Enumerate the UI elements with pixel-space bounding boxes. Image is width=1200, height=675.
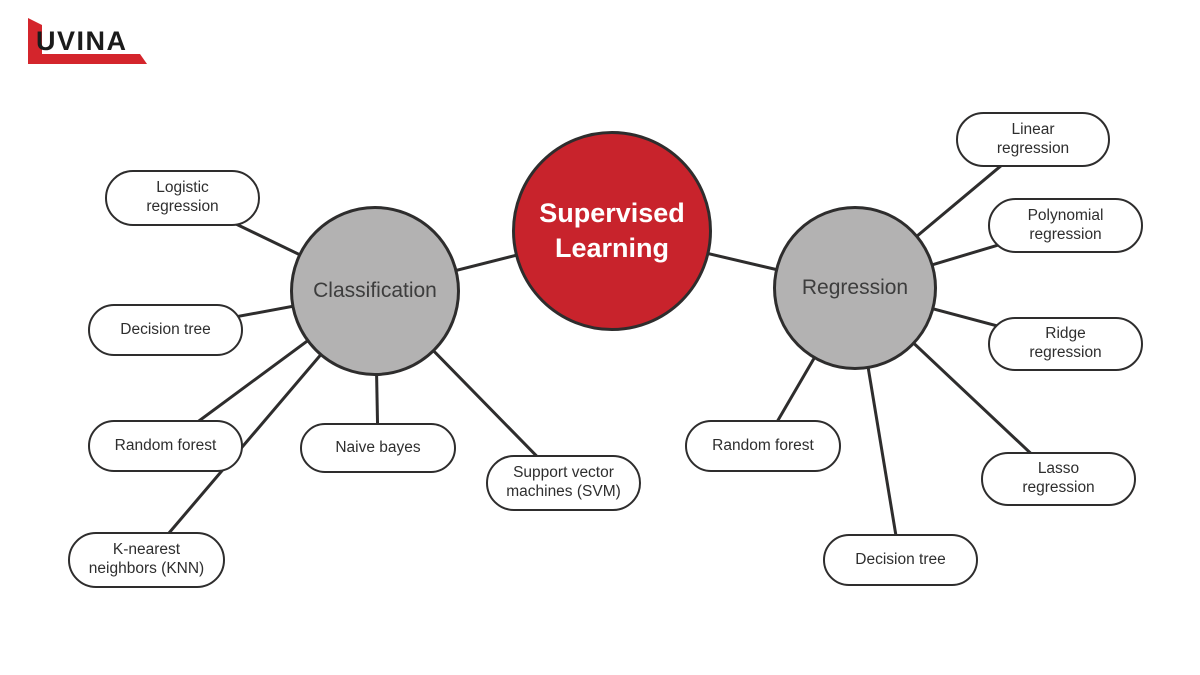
branch-node-label: Classification (313, 278, 437, 302)
logo-text: UVINA (36, 26, 128, 56)
leaf-node-polynomial-regression: Polynomial regression (988, 198, 1143, 253)
leaf-node-random-forest-classification: Random forest (88, 420, 243, 472)
leaf-node-ridge-regression: Ridge regression (988, 317, 1143, 371)
leaf-node-support-vector-machines: Support vector machines (SVM) (486, 455, 641, 511)
leaf-node-linear-regression: Linear regression (956, 112, 1110, 167)
leaf-node-logistic-regression: Logistic regression (105, 170, 260, 226)
leaf-node-naive-bayes: Naive bayes (300, 423, 456, 473)
luvina-logo: UVINA (14, 10, 164, 72)
leaf-node-k-nearest-neighbors: K-nearest neighbors (KNN) (68, 532, 225, 588)
leaf-node-decision-tree-regression: Decision tree (823, 534, 978, 586)
leaf-node-random-forest-regression: Random forest (685, 420, 841, 472)
logo-l-mark-icon (28, 18, 147, 64)
root-node-label: Supervised Learning (539, 197, 685, 263)
leaf-node-decision-tree-classification: Decision tree (88, 304, 243, 356)
branch-node-label: Regression (801, 275, 909, 299)
root-node-supervised-learning: Supervised Learning (512, 131, 712, 331)
branch-node-classification: Classification (290, 206, 460, 376)
branch-node-regression: Regression (773, 206, 937, 370)
leaf-node-lasso-regression: Lasso regression (981, 452, 1136, 506)
